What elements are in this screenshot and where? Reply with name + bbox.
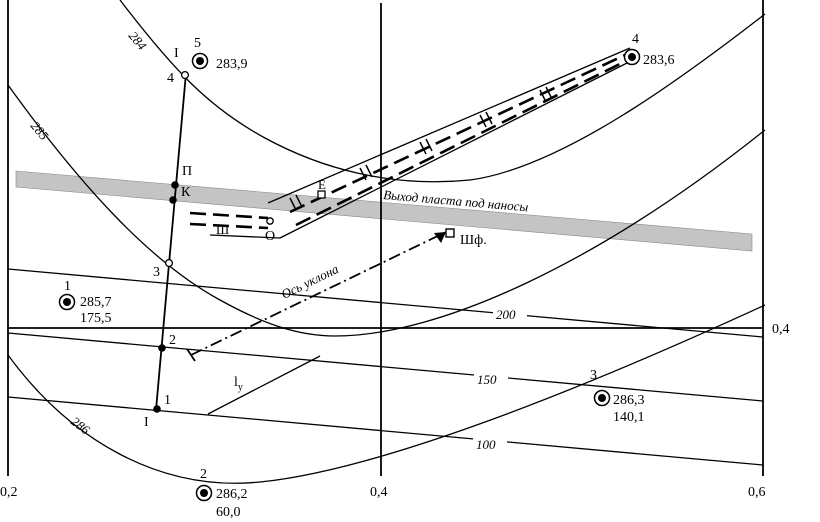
- well-2: [195, 484, 213, 502]
- section-point-1: [153, 405, 161, 413]
- contour-284: [119, 0, 766, 183]
- well-5: [191, 52, 209, 70]
- isoline-upper: [7, 268, 764, 338]
- axis-label-x06: 0,6: [748, 485, 766, 500]
- section-point-2: [158, 344, 166, 352]
- section-point-label-1: 1: [164, 393, 171, 408]
- well-2-elev: 286,2: [216, 487, 248, 502]
- ly-line: [207, 355, 321, 415]
- section-point-k: [169, 196, 177, 204]
- working-dash-4: [189, 222, 269, 230]
- axis-label-y04: 0,4: [772, 322, 790, 337]
- well-4-elev: 283,6: [643, 53, 675, 68]
- section-point-label-p: П: [182, 164, 192, 179]
- point-o-marker: [266, 217, 274, 225]
- slope-axis-tick: [186, 348, 196, 362]
- section-line: [155, 72, 187, 411]
- ly-label: ly: [234, 375, 243, 393]
- section-point-label-2: 2: [169, 333, 176, 348]
- section-label-bottom: I: [144, 415, 149, 430]
- well-1-elev: 285,7: [80, 295, 112, 310]
- well-5-num: 5: [194, 36, 201, 51]
- isoline-200: [7, 332, 764, 402]
- shaft-label: Шф.: [460, 233, 487, 248]
- contour-286: [7, 304, 766, 484]
- well-2-value: 60,0: [216, 505, 241, 520]
- contour-label-286: 286: [68, 414, 93, 438]
- working-dash-3: [189, 211, 269, 220]
- isoline-label-100: 100: [476, 437, 496, 452]
- isoline-label-150: 150: [477, 372, 497, 387]
- axis-label-x04: 0,4: [370, 485, 388, 500]
- well-1-num: 1: [64, 279, 71, 294]
- working-hatches: [289, 86, 553, 211]
- well-4: [623, 48, 641, 66]
- slope-axis-line: [190, 231, 447, 356]
- contour-label-284: 284: [126, 28, 150, 53]
- well-2-num: 2: [200, 467, 207, 482]
- section-point-4: [180, 70, 190, 80]
- section-point-3: [164, 258, 174, 268]
- working-line-lower: [279, 59, 634, 239]
- point-o-label: O: [265, 229, 275, 244]
- working-line-upper: [267, 47, 631, 204]
- isoline-label-200: 200: [496, 307, 516, 322]
- section-point-p: [171, 181, 179, 189]
- well-1-value: 175,5: [80, 311, 112, 326]
- point-e-label: Е: [318, 177, 326, 192]
- working-dash-1: [289, 53, 626, 214]
- well-4-num: 4: [632, 32, 639, 47]
- isoline-150: [7, 396, 764, 466]
- axis-label-x02: 0,2: [0, 485, 18, 500]
- well-3-elev: 286,3: [613, 393, 645, 408]
- well-3-num: 3: [590, 368, 597, 383]
- point-e-marker: [317, 190, 326, 199]
- well-1: [58, 293, 76, 311]
- slope-axis-arrow: [434, 232, 446, 243]
- section-point-label-k: К: [181, 185, 191, 200]
- well-5-elev: 283,9: [216, 57, 248, 72]
- working-edge: [209, 234, 281, 239]
- working-dash-2: [295, 58, 629, 227]
- shaft-marker: [445, 228, 455, 238]
- well-3: [593, 389, 611, 407]
- working-sh-label: Ш: [216, 222, 229, 237]
- section-label-top: I: [174, 46, 179, 61]
- contour-285: [7, 84, 766, 337]
- well-3-value: 140,1: [613, 410, 645, 425]
- section-point-label-3: 3: [153, 265, 160, 280]
- outcrop-band: [15, 170, 753, 252]
- section-point-label-4: 4: [167, 71, 174, 86]
